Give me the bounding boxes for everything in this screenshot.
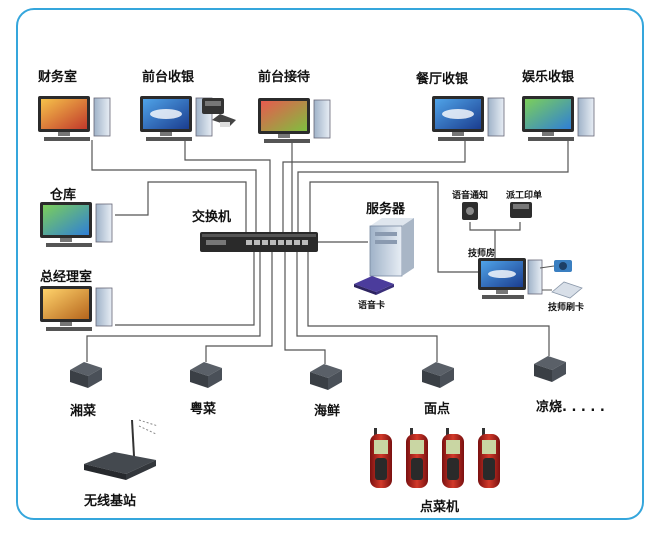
- receipt-printer-front: [202, 98, 236, 127]
- printer-hunan-device: [70, 362, 102, 388]
- label-dispatch-print: 派工印单: [506, 191, 543, 201]
- line-restaurant-cashier: [282, 140, 466, 236]
- order-handsets: [370, 428, 500, 488]
- line-printer-seafood: [284, 252, 326, 364]
- line-printer-hunan: [86, 252, 261, 362]
- label-voice-notify: 语音通知: [452, 191, 489, 201]
- printer-cantonese-device: [190, 362, 222, 388]
- wireless-base-device: [84, 419, 159, 480]
- label-front-cashier: 前台收银: [142, 70, 195, 85]
- label-restaurant-cashier: 餐厅收银: [416, 72, 469, 87]
- label-wireless-base: 无线基站: [84, 494, 137, 509]
- line-entertainment-cashier: [297, 140, 569, 236]
- label-technician-card: 技师刷卡: [548, 303, 585, 313]
- label-gm-office: 总经理室: [40, 270, 93, 285]
- label-front-reception: 前台接待: [258, 70, 311, 85]
- connection-lines: [86, 140, 569, 364]
- pc-front-reception: [258, 98, 331, 143]
- line-tech: [309, 181, 478, 273]
- printer-cold-device: [534, 356, 566, 382]
- label-warehouse: 仓库: [50, 188, 77, 203]
- line-finance: [91, 140, 257, 236]
- label-order-device: 点菜机: [420, 500, 460, 515]
- label-finance: 财务室: [38, 70, 78, 85]
- line-gm: [115, 252, 255, 326]
- label-printer-noodles: 面点: [424, 402, 451, 417]
- label-voice-card: 语音卡: [358, 301, 386, 311]
- voice-notify-device: [462, 202, 478, 220]
- label-entertainment-cashier: 娱乐收银: [522, 70, 575, 85]
- dispatch-printer-device: [510, 202, 532, 218]
- camera-device: [554, 260, 572, 272]
- pc-finance: [38, 96, 111, 141]
- label-printer-hunan: 湘菜: [70, 404, 97, 419]
- printer-noodles-device: [422, 362, 454, 388]
- pc-warehouse: [40, 202, 113, 247]
- pc-gm-office: [40, 286, 113, 331]
- line-printer-noodles: [296, 252, 438, 362]
- line-printer-cold: [307, 252, 550, 356]
- pc-technician: [478, 258, 543, 299]
- pc-entertainment-cashier: [522, 96, 595, 141]
- label-printer-cantonese: 粤菜: [190, 402, 217, 417]
- pc-front-cashier: [140, 96, 213, 141]
- line-front-cashier: [184, 140, 271, 236]
- voice-card-device: [354, 276, 394, 295]
- label-switch: 交换机: [192, 210, 232, 225]
- card-reader-device: [551, 281, 583, 299]
- label-printer-seafood: 海鲜: [314, 404, 341, 419]
- pc-restaurant-cashier: [432, 96, 505, 141]
- printer-seafood-device: [310, 364, 342, 390]
- line-printer-cantonese: [205, 252, 273, 362]
- line-voice-dispatch: [469, 222, 521, 231]
- label-printer-cold: 凉烧. . . . .: [536, 400, 605, 415]
- label-server: 服务器: [366, 202, 406, 217]
- label-technician-room: 技师房: [468, 249, 496, 259]
- diagram-frame: [16, 8, 644, 520]
- network-switch: [200, 232, 318, 252]
- line-warehouse: [115, 181, 247, 236]
- server-tower: [369, 218, 414, 277]
